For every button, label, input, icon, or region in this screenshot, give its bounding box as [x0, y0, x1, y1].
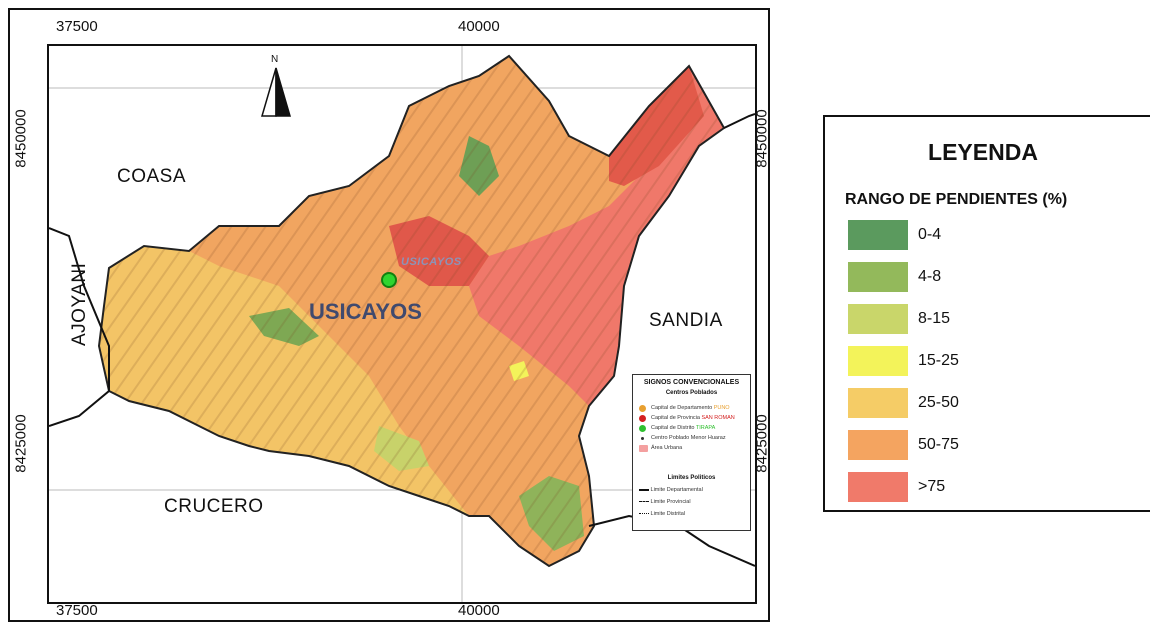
province-boundary-west — [49, 227, 110, 427]
legend-swatch — [848, 304, 908, 334]
limite-distrital-icon — [639, 513, 649, 515]
legend-swatch — [848, 220, 908, 250]
signos-row: Centro Poblado Menor Huaraz — [639, 435, 726, 441]
signos-section-limites: Limites Politicos — [667, 475, 716, 481]
place-ajoyani: AJOYANI — [69, 262, 90, 346]
capital-distrito-marker — [381, 272, 397, 288]
place-crucero: CRUCERO — [164, 496, 264, 517]
signos-row: Limite Distrital — [639, 511, 685, 517]
legend-swatch — [848, 388, 908, 418]
legend-item: 15-25 — [848, 346, 1148, 376]
legend-item: 50-75 — [848, 430, 1148, 460]
relief-shading — [99, 56, 724, 566]
legend-title: LEYENDA — [928, 139, 1038, 165]
signos-convencionales-box: SIGNOS CONVENCIONALES Centros Poblados C… — [632, 374, 751, 531]
legend-item: 8-15 — [848, 304, 1148, 334]
signos-section-centros: Centros Poblados — [665, 390, 718, 396]
place-usicayos-town: USICAYOS — [401, 256, 462, 268]
signos-row: Capital de Departamento PUNO — [639, 405, 730, 412]
limite-provincial-icon — [639, 501, 649, 503]
coord-left-upper: 8450000 — [12, 109, 30, 168]
legend-item: 0-4 — [848, 220, 1148, 250]
signos-row: Capital de Distrito TIRAPA — [639, 425, 715, 432]
coord-right-upper: 8450000 — [753, 109, 771, 168]
area-urbana-icon — [639, 445, 648, 452]
map-frame: COASA AJOYANI CRUCERO SANDIA USICAYOS US… — [8, 8, 771, 622]
legend-item: 25-50 — [848, 388, 1148, 418]
signos-row: Área Urbana — [639, 445, 682, 452]
legend-subtitle: RANGO DE PENDIENTES (%) — [845, 191, 1068, 208]
legend-item: >75 — [848, 472, 1148, 502]
legend-swatch — [848, 472, 908, 502]
legend-label: 0-4 — [918, 226, 942, 243]
legend-label: 8-15 — [918, 310, 951, 327]
legend-swatch — [848, 262, 908, 292]
coord-left-lower: 8425000 — [12, 414, 30, 473]
limite-departamental-icon — [639, 488, 649, 491]
capital-distrito-icon — [639, 425, 646, 432]
capital-departamento-icon — [639, 405, 646, 412]
map-canvas[interactable]: COASA AJOYANI CRUCERO SANDIA USICAYOS US… — [47, 44, 757, 604]
legend-label: 25-50 — [918, 394, 959, 411]
signos-title: SIGNOS CONVENCIONALES — [643, 379, 740, 386]
legend-label: 50-75 — [918, 436, 959, 453]
north-arrow-icon: N — [260, 54, 292, 118]
legend-swatch — [848, 430, 908, 460]
province-boundary-ne — [723, 113, 755, 129]
place-coasa: COASA — [117, 166, 187, 187]
legend-label: >75 — [918, 478, 946, 495]
legend-swatch — [848, 346, 908, 376]
legend-item: 4-8 — [848, 262, 1148, 292]
signos-row: Capital de Provincia SAN ROMAN — [639, 415, 735, 422]
legend-label: 4-8 — [918, 268, 942, 285]
district-boundary — [97, 54, 726, 568]
coord-top-right: 40000 — [458, 18, 500, 35]
place-sandia: SANDIA — [649, 310, 723, 331]
coord-bottom-left: 37500 — [56, 602, 98, 619]
coord-right-lower: 8425000 — [753, 414, 771, 473]
slope-map-svg — [49, 46, 755, 602]
signos-row: Limite Departamental — [639, 487, 703, 493]
legend-panel: LEYENDA RANGO DE PENDIENTES (%) 0-4 4-8 … — [823, 115, 1150, 512]
legend-label: 15-25 — [918, 352, 959, 369]
coord-bottom-right: 40000 — [458, 602, 500, 619]
coord-top-left: 37500 — [56, 18, 98, 35]
north-label: N — [271, 54, 279, 65]
signos-row: Limite Provincial — [639, 499, 691, 505]
place-usicayos-district: USICAYOS — [309, 299, 422, 324]
capital-provincia-icon — [639, 415, 646, 422]
centro-poblado-icon — [641, 437, 644, 440]
